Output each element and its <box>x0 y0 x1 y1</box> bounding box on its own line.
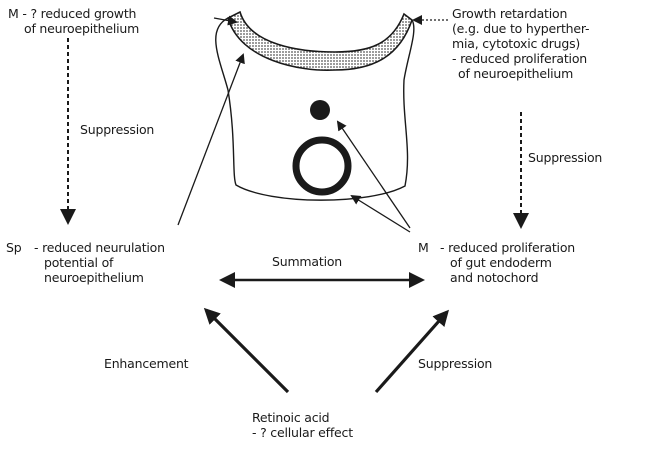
right-effect-line-1: M- reduced proliferation <box>418 240 575 255</box>
right-effect-line-2: of gut endoderm <box>418 255 575 270</box>
embryo-cross-section <box>216 12 414 200</box>
top-left-line-2: of neuroepithelium <box>8 21 139 36</box>
right-effect-label: M- reduced proliferation of gut endoderm… <box>418 240 575 285</box>
top-left-line-1: M - ? reduced growth <box>8 6 139 21</box>
left-arrow-label: Suppression <box>80 122 154 137</box>
left-effect-line-2: potential of <box>6 255 165 270</box>
left-effect-prefix: Sp <box>6 240 34 255</box>
top-right-line-1: Growth retardation <box>452 6 589 21</box>
top-left-label: M - ? reduced growth of neuroepithelium <box>8 6 139 36</box>
left-effect-label: Sp- reduced neurulation potential of neu… <box>6 240 165 285</box>
notochord <box>310 100 330 120</box>
right-effect-line-3: and notochord <box>418 270 575 285</box>
right-effect-prefix: M <box>418 240 440 255</box>
left-effect-line-1: Sp- reduced neurulation <box>6 240 165 255</box>
bottom-center-line-2: - ? cellular effect <box>252 425 353 440</box>
top-left-prefix: M <box>8 6 19 21</box>
top-right-line-3: mia, cytotoxic drugs) <box>452 36 589 51</box>
leader-line-to-gut <box>352 196 410 232</box>
neural-plate <box>228 12 412 70</box>
top-right-line-2: (e.g. due to hyperther- <box>452 21 589 36</box>
arrow-bottom-suppression <box>376 312 447 392</box>
bottom-right-arrow-label: Suppression <box>418 356 492 371</box>
top-right-label: Growth retardation (e.g. due to hyperthe… <box>452 6 589 81</box>
center-summation-label: Summation <box>272 254 342 269</box>
right-arrow-label: Suppression <box>528 150 602 165</box>
top-right-line-5: of neuroepithelium <box>452 66 589 81</box>
top-right-line-4: - reduced proliferation <box>452 51 589 66</box>
bottom-left-arrow-label: Enhancement <box>104 356 188 371</box>
bottom-center-label: Retinoic acid - ? cellular effect <box>252 410 353 440</box>
bottom-center-line-1: Retinoic acid <box>252 410 353 425</box>
arrow-enhancement <box>206 310 288 392</box>
left-effect-line-3: neuroepithelium <box>6 270 165 285</box>
